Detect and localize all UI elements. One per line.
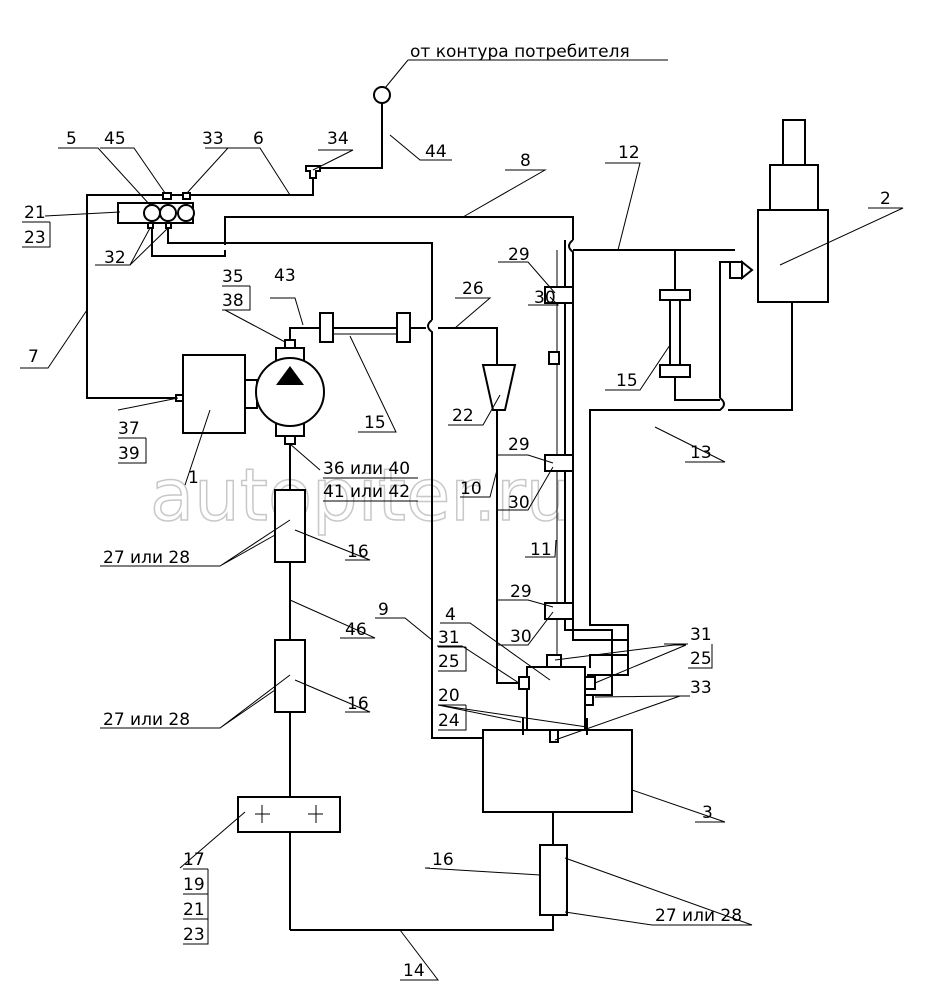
label-frames <box>22 221 713 945</box>
consumer-2 <box>729 119 829 303</box>
label-41-or-42: 41 или 42 <box>323 482 410 502</box>
tee-fitting-34 <box>305 165 321 179</box>
watermark: autopiter.ru <box>150 453 571 537</box>
label-33: 33 <box>202 129 224 149</box>
label-24: 24 <box>438 711 460 731</box>
filter-16-lower <box>274 639 306 713</box>
label-36-or-40: 36 или 40 <box>323 459 410 479</box>
label-23b: 23 <box>183 925 205 945</box>
label-46: 46 <box>345 620 367 640</box>
label-43: 43 <box>274 266 296 286</box>
label-2: 2 <box>880 189 891 209</box>
label-22: 22 <box>452 406 474 426</box>
label-1: 1 <box>188 468 199 488</box>
label-29b: 29 <box>508 435 530 455</box>
label-45: 45 <box>104 129 126 149</box>
label-11: 11 <box>530 540 552 560</box>
label-44: 44 <box>425 142 447 162</box>
label-39: 39 <box>118 444 140 464</box>
label-7: 7 <box>28 347 39 367</box>
label-25-right: 25 <box>690 649 712 669</box>
label-31: 31 <box>438 628 460 648</box>
label-5: 5 <box>66 129 77 149</box>
filter-15-right-cap <box>396 312 411 343</box>
label-32: 32 <box>104 248 126 268</box>
leader-lines <box>20 134 904 981</box>
label-30b: 30 <box>508 493 530 513</box>
label-17: 17 <box>183 850 205 870</box>
label-12: 12 <box>618 143 640 163</box>
element-22 <box>481 364 517 411</box>
label-6: 6 <box>253 129 264 149</box>
label-9: 9 <box>378 600 389 620</box>
label-15: 15 <box>364 413 386 433</box>
label-13: 13 <box>690 443 712 463</box>
labels: 5 45 33 6 34 44 8 12 2 21 23 32 29 30 35… <box>24 129 891 981</box>
label-8: 8 <box>520 151 531 171</box>
filter-15-left-cap <box>319 312 334 343</box>
label-29: 29 <box>508 245 530 265</box>
label-30c: 30 <box>510 627 532 647</box>
manifold-5 <box>117 192 195 229</box>
label-16: 16 <box>347 542 369 562</box>
filter-15-top-cap <box>659 289 691 301</box>
pump-unit <box>175 339 325 445</box>
motor-1 <box>182 354 246 434</box>
label-21b: 21 <box>183 900 205 920</box>
label-16-tank: 16 <box>432 850 454 870</box>
title-consumer-circuit: от контура потребителя <box>410 42 630 62</box>
label-29c: 29 <box>510 582 532 602</box>
filter-16-upper <box>274 489 306 563</box>
label-15-right: 15 <box>616 371 638 391</box>
label-10: 10 <box>460 479 482 499</box>
label-3: 3 <box>702 803 713 823</box>
filter-15-bottom-cap <box>659 364 691 378</box>
label-35: 35 <box>222 267 244 287</box>
filter-16-tank <box>539 844 568 916</box>
label-37: 37 <box>118 419 140 439</box>
label-4: 4 <box>445 605 456 625</box>
element-17 <box>237 796 341 833</box>
label-19: 19 <box>183 875 205 895</box>
label-27-or-28-tank: 27 или 28 <box>655 906 742 926</box>
label-14: 14 <box>403 961 425 981</box>
label-38: 38 <box>222 291 244 311</box>
label-27-or-28: 27 или 28 <box>103 548 190 568</box>
label-21: 21 <box>24 203 46 223</box>
label-33-right: 33 <box>690 678 712 698</box>
label-27-or-28-lower: 27 или 28 <box>103 710 190 730</box>
label-16-lower: 16 <box>347 694 369 714</box>
label-31-right: 31 <box>690 625 712 645</box>
label-23: 23 <box>24 228 46 248</box>
tank-3 <box>482 729 633 813</box>
consumer-connection <box>305 59 668 179</box>
block-4 <box>526 666 586 731</box>
label-26: 26 <box>462 279 484 299</box>
line-9 <box>167 228 433 320</box>
label-34: 34 <box>327 129 349 149</box>
label-25: 25 <box>438 652 460 672</box>
label-20: 20 <box>438 686 460 706</box>
line-7 <box>86 178 314 399</box>
label-30: 30 <box>534 288 556 308</box>
line-8 <box>224 216 574 245</box>
